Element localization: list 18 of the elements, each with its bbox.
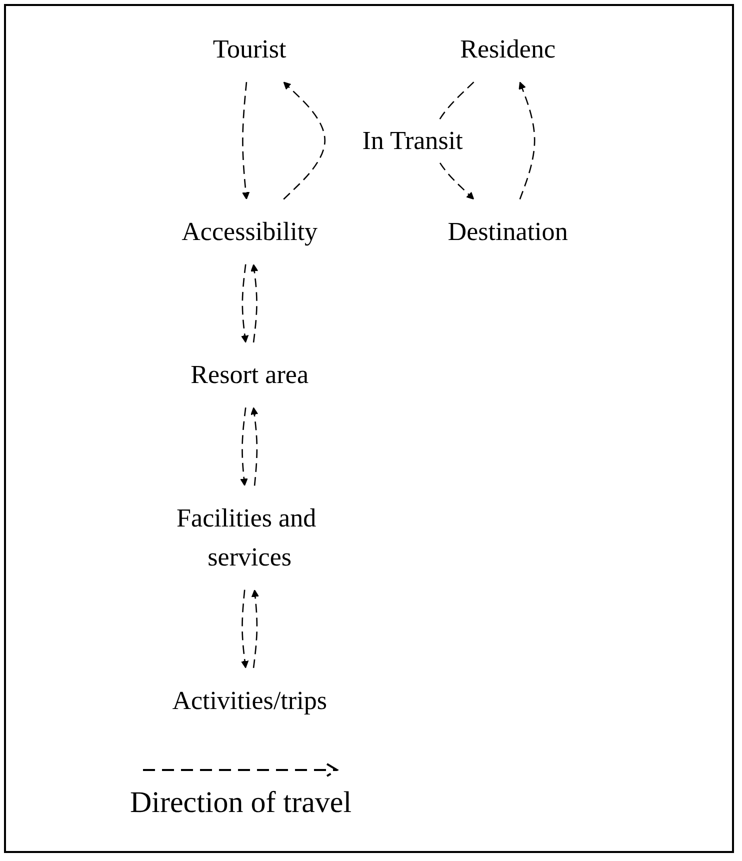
node-text: Residenc	[460, 35, 556, 64]
node-text: Destination	[447, 217, 568, 246]
arrow	[251, 589, 259, 668]
edge-label: In Transit	[362, 126, 462, 155]
arrow	[250, 407, 258, 486]
node-text: Tourist	[212, 35, 286, 64]
arrow	[240, 590, 248, 668]
node-text: Accessibility	[181, 217, 318, 246]
node-text: Activities/trips	[172, 686, 327, 715]
arrow	[240, 407, 248, 486]
arrow	[282, 82, 326, 200]
legend-text: Direction of travel	[130, 786, 352, 820]
arrow	[250, 264, 258, 343]
arrow	[242, 82, 250, 200]
node-text: Facilities and services	[176, 504, 316, 572]
node-text: Resort area	[190, 360, 308, 390]
arrow	[240, 264, 248, 343]
arrow	[518, 82, 535, 200]
